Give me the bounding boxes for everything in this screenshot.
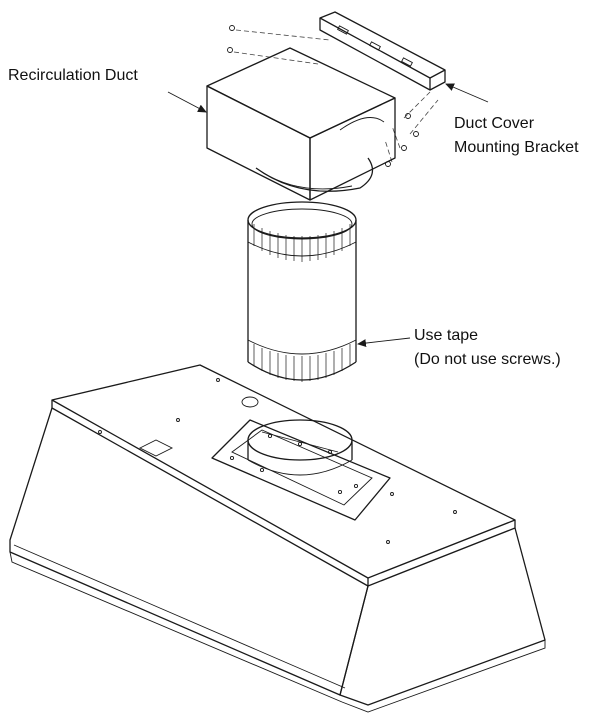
leader-arrows (167, 83, 489, 348)
range-hood (9, 364, 546, 713)
round-duct (247, 201, 357, 382)
mounting-bracket (319, 11, 446, 91)
screws (227, 25, 439, 167)
label-recirculation-duct: Recirculation Duct (8, 67, 138, 84)
label-no-screws: (Do not use screws.) (414, 351, 561, 368)
arrow-recirculation-duct (167, 91, 207, 113)
arrow-use-tape (357, 337, 411, 348)
tape-band-hatch (253, 224, 351, 382)
arrow-mounting-bracket (445, 83, 489, 103)
label-mounting-bracket: Mounting Bracket (454, 139, 579, 156)
label-use-tape: Use tape (414, 327, 479, 344)
label-duct-cover: Duct Cover (454, 115, 535, 132)
recirculation-duct (206, 47, 396, 201)
